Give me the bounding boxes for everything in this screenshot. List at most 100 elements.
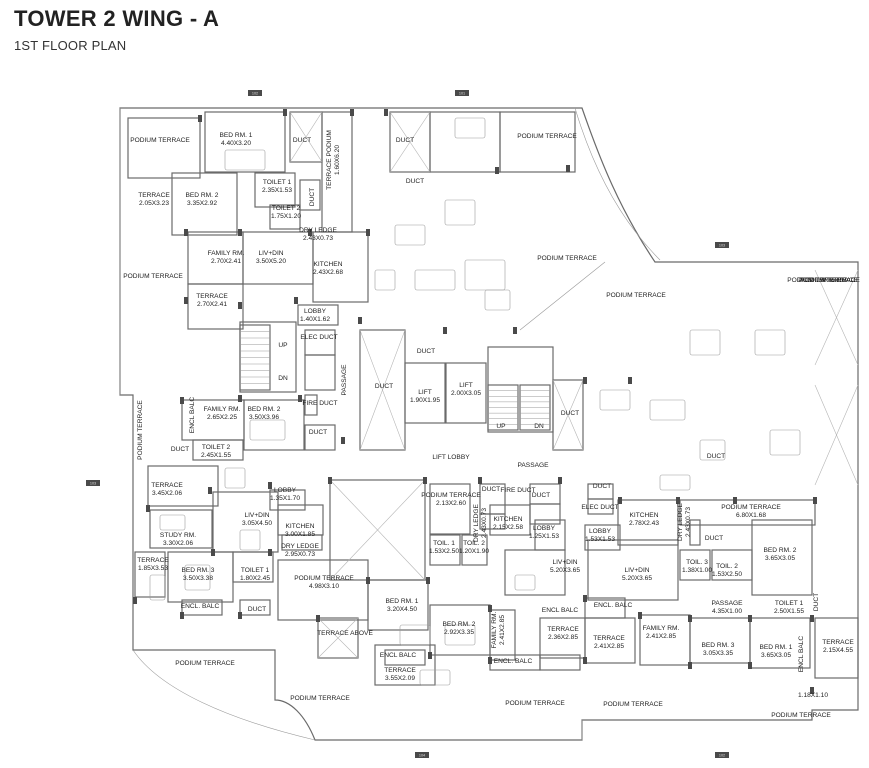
room-text-65-1: 5.20X3.65 [622, 575, 652, 582]
room-label-17: PODIUM TERRACE [537, 255, 597, 262]
room-label-72: DUCT [248, 606, 266, 613]
room-wall-66 [639, 614, 691, 666]
room-text-0-0: PODIUM TERRACE [130, 137, 190, 144]
room-text-32-1: 3.50X3.96 [249, 414, 279, 421]
room-wall-34 [479, 513, 506, 530]
unit-tag-text-3: 103 [90, 482, 96, 486]
room-text-70-0: PODIUM TERRACE [294, 575, 354, 582]
room-label-92: PODIUM TERRACE [175, 660, 235, 667]
room-text-17-0: PODIUM TERRACE [537, 255, 597, 262]
room-text-60-0: BED RM. 3 [182, 567, 215, 574]
room-text-31-0: FAMILY RM. [204, 406, 241, 413]
room-wall-7 [171, 172, 238, 236]
room-text-14-0: LIV+DIN [258, 250, 283, 257]
room-label-43: DUCT [482, 486, 500, 493]
room-text-52-1: 2.95X0.73 [285, 551, 315, 558]
column-18 [180, 397, 184, 404]
room-label-98: PODIUM TERRACE [800, 277, 860, 284]
column-8 [308, 229, 312, 236]
room-wall-26 [304, 394, 318, 416]
room-wall-52 [429, 534, 461, 566]
room-text-51-1: 3.00X1.85 [285, 531, 315, 538]
room-wall-54 [504, 549, 566, 596]
room-text-49-0: PODIUM TERRACE [721, 504, 781, 511]
column-26 [478, 477, 482, 484]
room-text-89-0: ENCL. BALC [494, 658, 533, 665]
room-label-69: BED RM. 23.65X3.05 [764, 547, 797, 562]
room-text-57-1: 2.43X0.73 [481, 508, 488, 538]
room-text-67-0: TOIL. 3 [686, 559, 708, 566]
room-wall-25 [243, 399, 305, 451]
unit-tag-2 [715, 242, 729, 248]
room-wall-43 [281, 534, 323, 551]
room-text-91-1: 3.55X2.09 [385, 675, 415, 682]
stair-label-1: DN [278, 375, 288, 382]
room-text-59-1: 1.85X3.53 [138, 565, 168, 572]
room-label-30: ENCL BALC [189, 397, 196, 434]
room-text-8-1: 2.35X1.53 [262, 187, 292, 194]
furniture-1 [454, 117, 486, 139]
room-text-40-1: 3.45X2.06 [152, 490, 182, 497]
room-text-46-0: DUCT [593, 483, 611, 490]
room-label-12: DUCT [406, 178, 424, 185]
column-48 [488, 657, 492, 664]
room-text-10-0: DUCT [309, 188, 316, 206]
room-text-77-1: 2.50X1.55 [774, 608, 804, 615]
column-28 [618, 497, 622, 504]
duct-diagonal-b-3 [552, 379, 584, 451]
room-text-86-0: BED RM. 1 [760, 644, 793, 651]
unit-tag-0 [248, 90, 262, 96]
room-label-73: BED RM. 13.20X4.50 [386, 598, 419, 613]
room-text-37-0: LIFT LOBBY [432, 454, 470, 461]
column-15 [513, 327, 517, 334]
room-text-44-0: FIRE DUCT [500, 487, 535, 494]
room-label-78: DUCT [813, 593, 820, 611]
room-label-77: TOILET 12.50X1.55 [774, 600, 804, 615]
room-label-61: TOILET 11.80X2.45 [240, 567, 270, 582]
room-wall-13 [312, 231, 369, 303]
room-text-6-1: 2.05X3.23 [139, 200, 169, 207]
room-text-80-1: 2.41X2.85 [499, 615, 506, 645]
room-text-69-1: 3.65X3.05 [765, 555, 795, 562]
room-wall-46 [584, 524, 621, 551]
room-text-48-0: KITCHEN [630, 512, 659, 519]
room-text-27-0: PASSAGE [341, 364, 348, 396]
column-22 [208, 487, 212, 494]
room-label-21: PODIUM TERRACE [787, 277, 847, 284]
room-wall-32 [429, 483, 471, 535]
room-text-57-0: DRY LEDGE [473, 503, 480, 541]
duct-diagonal-b-5 [317, 617, 359, 659]
room-text-62-1: 1.53X2.50 [429, 548, 459, 555]
furniture-22 [659, 474, 691, 491]
room-wall-60 [367, 579, 429, 631]
column-23 [268, 482, 272, 489]
column-21 [341, 437, 345, 444]
furniture-8 [689, 329, 721, 356]
room-wall-30 [269, 489, 306, 511]
room-text-79-1: 2.92X3.35 [444, 629, 474, 636]
column-4 [495, 167, 499, 174]
room-label-85: BED RM. 33.05X3.35 [702, 642, 735, 657]
column-35 [366, 577, 370, 584]
room-text-16-0: PODIUM TERRACE [123, 273, 183, 280]
room-text-31-1: 2.65X2.25 [207, 414, 237, 421]
column-6 [184, 229, 188, 236]
room-wall-23 [552, 379, 584, 451]
room-wall-55 [587, 539, 679, 601]
room-wall-6 [499, 111, 576, 173]
column-37 [488, 605, 492, 612]
room-label-7: BED RM. 23.35X2.92 [186, 192, 219, 207]
column-17 [628, 377, 632, 384]
room-label-31: FAMILY RM.2.65X2.25 [204, 406, 241, 421]
column-52 [810, 687, 814, 694]
furniture-15 [224, 467, 246, 489]
column-41 [748, 615, 752, 622]
